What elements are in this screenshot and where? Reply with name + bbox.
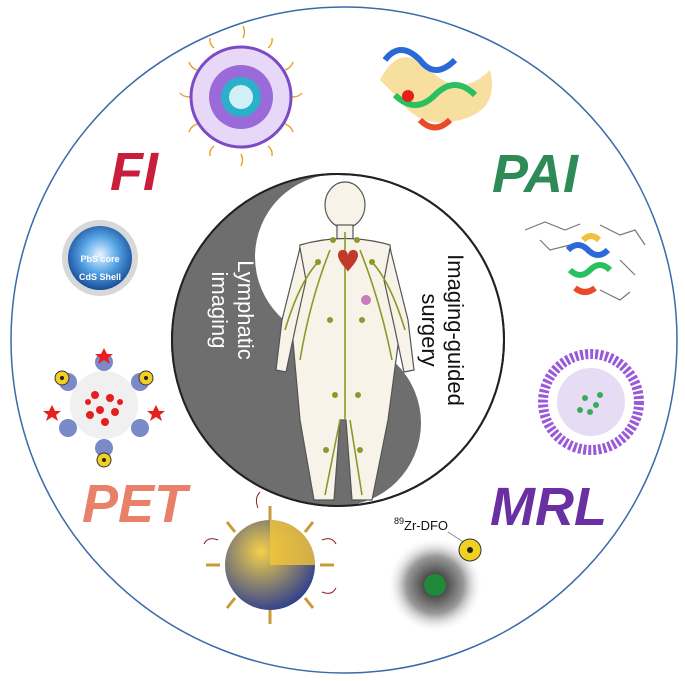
layered-nanoparticle: [203, 491, 337, 624]
pet-label: PET: [82, 474, 191, 534]
zr-isotope-label: 89: [394, 516, 404, 526]
imaging-guided-label: Imaging-guided: [443, 254, 468, 406]
spleen-icon: [361, 295, 371, 305]
heart-icon: [338, 249, 358, 272]
radiolabeled-cluster: [43, 348, 165, 468]
imaging-left-label: imaging: [207, 271, 232, 348]
protein-dye-conjugate: [524, 221, 646, 301]
pai-label: PAI: [492, 144, 579, 204]
lymph-nodes: [315, 237, 375, 453]
zr-dfo-label: Zr-DFO: [404, 518, 448, 533]
radiation-icon: [54, 370, 154, 468]
mrl-liposome: [538, 349, 644, 455]
mrl-label: MRL: [490, 477, 607, 537]
quantum-dot: PbS core CdS Shell: [62, 220, 138, 296]
pbs-core-label: PbS core: [80, 254, 119, 264]
surgery-label: surgery: [417, 293, 442, 366]
lymphatic-label: Lymphatic: [233, 260, 258, 359]
zr-dfo-particle: 89 Zr-DFO: [387, 516, 483, 633]
fi-label: FI: [110, 142, 159, 202]
micelle-nanoparticle: [179, 25, 303, 167]
outer-ring: [10, 6, 678, 674]
cds-shell-label: CdS Shell: [79, 272, 121, 282]
human-lymphatic-figure: [275, 181, 415, 501]
protein-ribbon-top: [380, 47, 492, 131]
